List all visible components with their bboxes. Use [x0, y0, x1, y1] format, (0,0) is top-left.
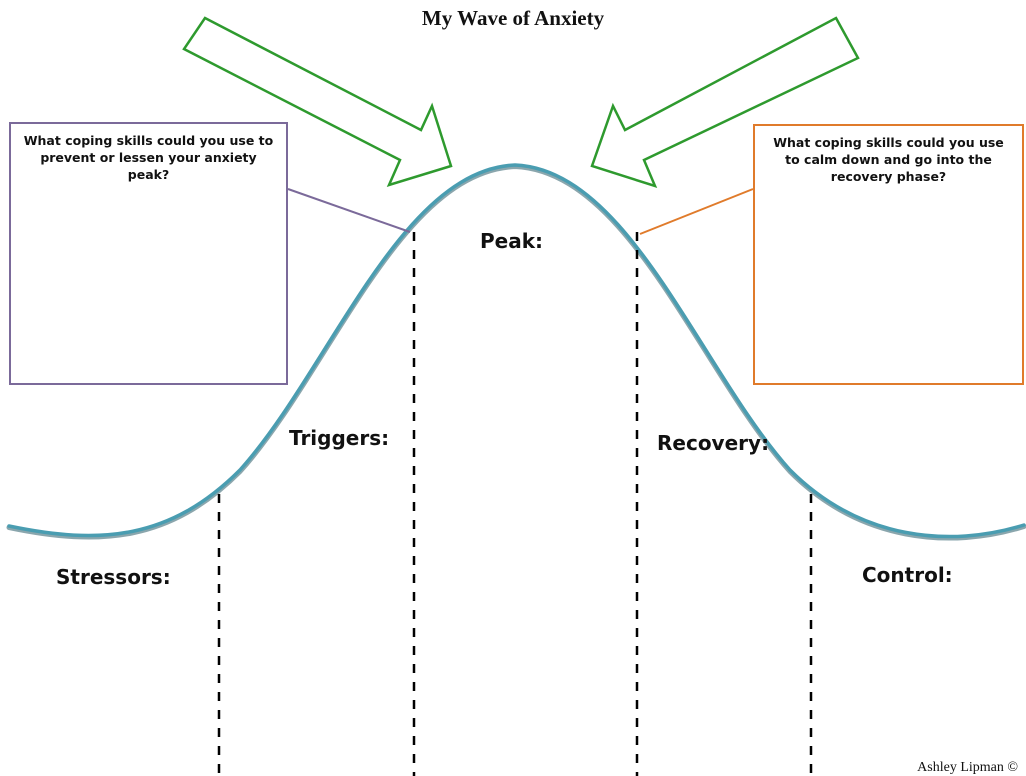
page-title: My Wave of Anxiety — [421, 6, 605, 30]
control-label: Control: — [862, 563, 953, 587]
prevent-peak-question-box[interactable]: What coping skills could you use to prev… — [9, 122, 288, 385]
right-arrow-icon — [590, 16, 860, 189]
anxiety-wave-curve — [7, 163, 1026, 539]
prevent-peak-question-text: What coping skills could you use to prev… — [23, 133, 274, 182]
recovery-question-box[interactable]: What coping skills could you use to calm… — [753, 124, 1024, 385]
right-box-connector — [639, 188, 754, 235]
left-arrow-icon — [182, 16, 453, 187]
triggers-label: Triggers: — [289, 426, 390, 450]
stressors-label: Stressors: — [56, 565, 171, 589]
peak-label: Peak: — [480, 229, 544, 253]
recovery-label: Recovery: — [657, 431, 770, 455]
author-credit: Ashley Lipman © — [917, 760, 1018, 775]
left-box-connector — [287, 188, 411, 233]
recovery-question-text: What coping skills could you use to calm… — [773, 135, 1004, 184]
